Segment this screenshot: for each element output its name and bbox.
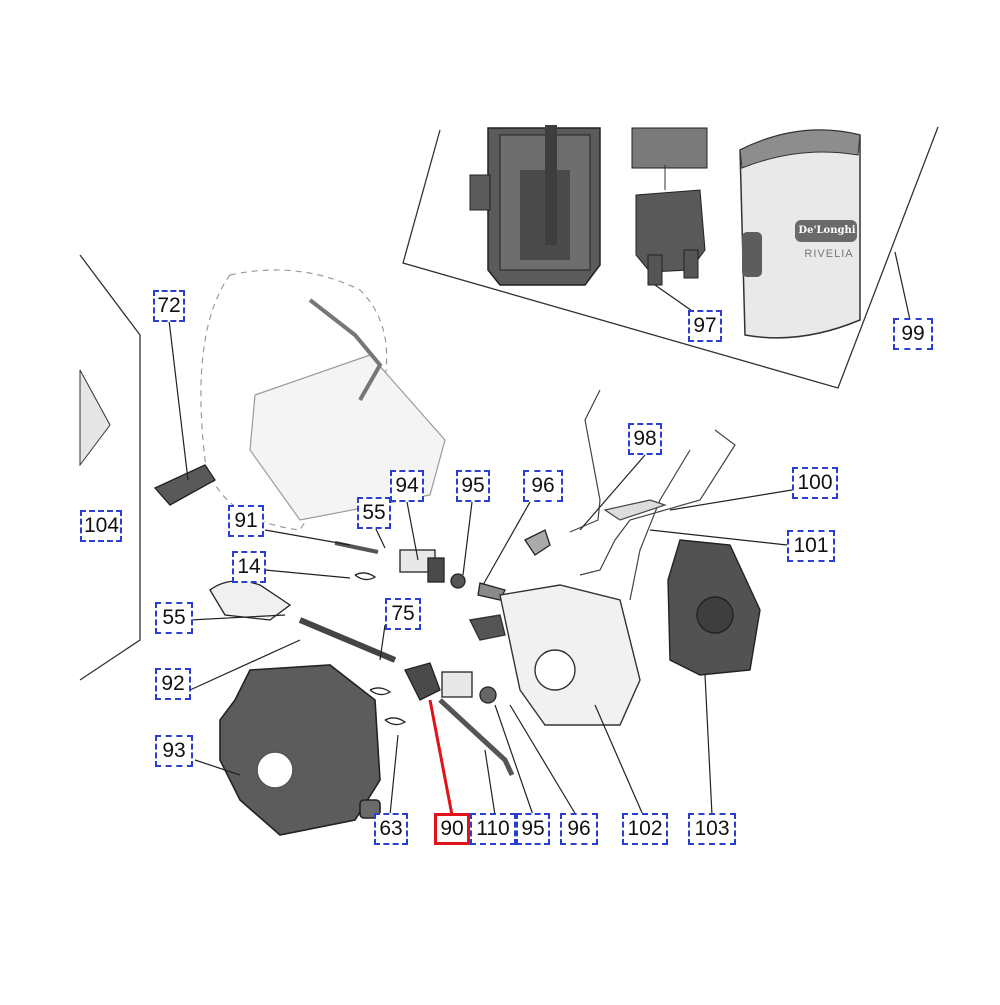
steam-cover-part	[667, 539, 761, 676]
water-tank-part	[739, 129, 861, 339]
callout-93[interactable]: 93	[155, 735, 193, 767]
callout-103[interactable]: 103	[688, 813, 736, 845]
wiring-harness	[569, 389, 736, 601]
leader-lines	[168, 251, 911, 816]
pump-housing-part	[219, 664, 381, 836]
callout-55[interactable]: 55	[155, 602, 193, 634]
callout-99[interactable]: 99	[893, 318, 933, 350]
callout-96[interactable]: 96	[523, 470, 563, 502]
callout-100[interactable]: 100	[792, 467, 838, 499]
callout-91[interactable]: 91	[228, 505, 264, 537]
top-inset-frame	[402, 126, 939, 389]
callout-101[interactable]: 101	[787, 530, 835, 562]
callout-102[interactable]: 102	[622, 813, 668, 845]
model-name: RIVELIA	[804, 248, 854, 260]
selected-leader-line	[428, 699, 454, 816]
callout-72[interactable]: 72	[153, 290, 185, 322]
callout-104[interactable]: 104	[80, 510, 122, 542]
callout-94[interactable]: 94	[390, 470, 424, 502]
left-inset-frame	[79, 254, 141, 681]
callout-96[interactable]: 96	[560, 813, 598, 845]
callout-97[interactable]: 97	[688, 310, 722, 342]
side-panel-part	[79, 369, 111, 467]
callout-95[interactable]: 95	[516, 813, 550, 845]
callout-98[interactable]: 98	[628, 423, 662, 455]
callout-92[interactable]: 92	[155, 668, 191, 700]
callout-63[interactable]: 63	[374, 813, 408, 845]
callout-75[interactable]: 75	[385, 598, 421, 630]
brand-logo: De'Longhi	[798, 225, 856, 236]
pump-support-part	[631, 127, 708, 286]
callout-110[interactable]: 110	[470, 813, 516, 845]
callout-55[interactable]: 55	[357, 497, 391, 529]
callout-95[interactable]: 95	[456, 470, 490, 502]
lower-components	[404, 662, 515, 777]
callout-90-selected[interactable]: 90	[434, 813, 470, 845]
inset-frames	[79, 126, 939, 681]
callout-14[interactable]: 14	[232, 551, 266, 583]
thermoblock-part	[468, 584, 641, 726]
frame-housing-part	[469, 125, 601, 286]
coupling-parts	[153, 464, 551, 726]
